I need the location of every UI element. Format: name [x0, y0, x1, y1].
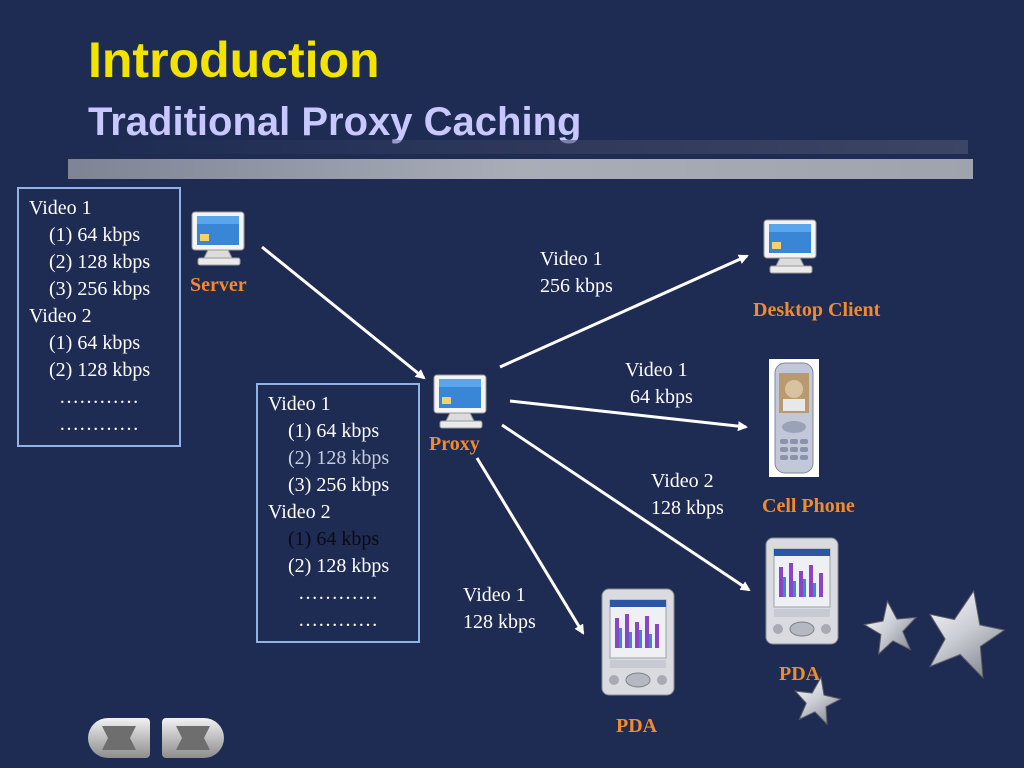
slide-title: Introduction: [88, 32, 380, 88]
arrow-left-icon: [102, 726, 136, 750]
list-item: (2) 128 kbps: [29, 359, 151, 381]
list-item: (2) 128 kbps: [268, 447, 390, 469]
title-rule-shade: [88, 140, 968, 154]
link-pda-bottom-video: Video 1: [463, 584, 526, 606]
arrow-server-to-proxy: [261, 245, 426, 380]
pda-right-label: PDA: [779, 663, 821, 685]
desktop-computer-icon: [762, 218, 820, 281]
server-video-list: Video 1 (1) 64 kbps (2) 128 kbps (3) 256…: [17, 187, 181, 447]
link-pda-bottom-rate: 128 kbps: [463, 611, 536, 633]
cell-phone-label: Cell Phone: [762, 495, 855, 517]
list-item: (2) 128 kbps: [29, 251, 151, 273]
proxy-video-list: Video 1 (1) 64 kbps (2) 128 kbps (3) 256…: [256, 383, 420, 643]
proxy-label: Proxy: [429, 433, 480, 455]
pda-icon: [601, 588, 675, 701]
list-item: (3) 256 kbps: [268, 474, 390, 496]
link-cell-video: Video 1: [625, 359, 688, 381]
list-item: …………: [29, 413, 139, 435]
list-item: (1) 64 kbps: [29, 224, 141, 246]
list-item: (1) 64 kbps: [268, 420, 380, 442]
list-item: Video 2: [29, 305, 92, 327]
list-item: …………: [268, 582, 378, 604]
server-computer-icon: [190, 210, 248, 273]
arrow-proxy-to-desktop: [499, 254, 749, 369]
list-item: Video 2: [268, 501, 331, 523]
list-item: …………: [268, 609, 378, 631]
arrow-proxy-to-pda-right: [501, 423, 751, 592]
cell-phone-icon: [769, 359, 819, 482]
next-slide-button[interactable]: [162, 718, 224, 758]
link-pda-right-rate: 128 kbps: [651, 497, 724, 519]
title-rule: [68, 159, 973, 179]
link-cell-rate: 64 kbps: [625, 386, 693, 408]
previous-slide-button[interactable]: [88, 718, 150, 758]
pda-bottom-label: PDA: [616, 715, 658, 737]
list-item: (1) 64 kbps: [268, 528, 380, 550]
desktop-client-label: Desktop Client: [753, 299, 881, 321]
list-item: …………: [29, 386, 139, 408]
arrow-right-icon: [176, 726, 210, 750]
server-label: Server: [190, 274, 247, 296]
arrow-proxy-to-cellphone: [509, 399, 748, 432]
arrow-proxy-to-pda-bottom: [475, 457, 585, 635]
list-item: (2) 128 kbps: [268, 555, 390, 577]
list-item: (3) 256 kbps: [29, 278, 151, 300]
list-item: Video 1: [29, 197, 92, 219]
link-desktop-video: Video 1: [540, 248, 603, 270]
list-item: Video 1: [268, 393, 331, 415]
slide-subtitle: Traditional Proxy Caching: [88, 100, 582, 144]
pda-icon: [765, 537, 839, 650]
proxy-computer-icon: [432, 373, 490, 436]
list-item: (1) 64 kbps: [29, 332, 141, 354]
link-pda-right-video: Video 2: [651, 470, 714, 492]
link-desktop-rate: 256 kbps: [540, 275, 613, 297]
